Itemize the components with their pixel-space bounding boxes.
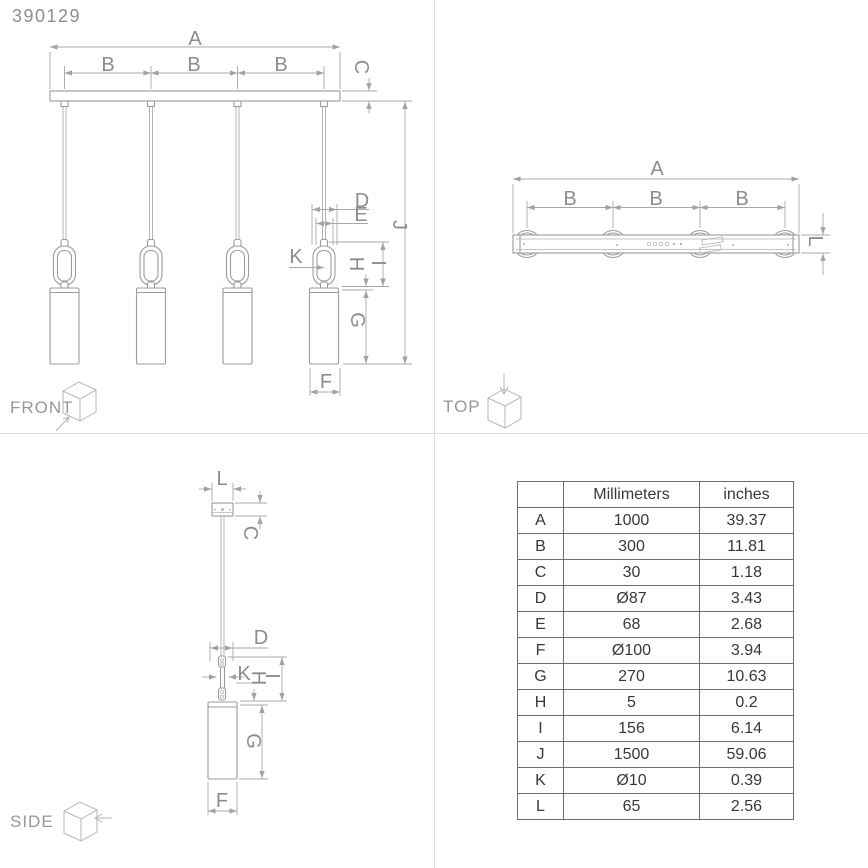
front-dim-b: B B B [64,54,325,89]
svg-text:C: C [239,526,261,540]
front-dim-e: E [315,204,368,245]
canopy-side [211,502,234,517]
svg-text:B: B [187,54,200,76]
svg-text:I: I [261,673,283,679]
svg-text:E: E [354,204,367,226]
pendant-2 [135,100,167,365]
side-dim-k: K [202,663,252,685]
top-dim-l: L [801,213,830,275]
svg-text:B: B [649,188,662,210]
front-dim-k: K [289,246,324,271]
svg-text:B: B [735,188,748,210]
product-code: 390129 [12,6,82,26]
side-view: L C D K H [199,468,287,815]
front-dim-d: D [311,190,369,245]
side-dim-f: F [207,782,238,815]
svg-text:L: L [804,235,826,246]
top-view-label: TOP [443,397,481,416]
cube-side-icon [63,801,112,842]
top-dim-a: A [512,158,800,233]
canopy-bar-top [512,234,800,254]
canopy-bar [49,90,341,102]
side-dim-d: D [209,627,268,661]
front-dim-f: F [309,368,341,396]
quadrant-divider-vertical [434,0,435,868]
svg-text:C: C [350,60,372,74]
table-header-row: Millimeters inches [517,481,794,508]
top-view: A B B B L [512,158,830,275]
shade-side [207,701,238,780]
svg-text:G: G [346,312,368,328]
front-dim-c: C [342,60,412,114]
pendant-3 [222,100,253,365]
svg-text:H: H [345,257,367,271]
svg-text:D: D [355,190,369,212]
cube-front-icon [55,381,98,432]
svg-text:B: B [274,54,287,76]
pendant-4 [308,100,340,365]
header-dim [517,481,564,508]
svg-text:K: K [289,246,303,268]
front-dim-g: G [346,290,369,364]
svg-text:L: L [216,468,227,490]
svg-text:H: H [247,671,269,685]
top-dim-b: B B B [526,188,786,228]
side-dim-h: H [240,671,287,706]
header-inches: inches [699,481,794,508]
cube-top-icon [487,373,523,429]
link-side [217,655,227,701]
front-view: A B B B C J [49,28,412,396]
svg-text:B: B [101,54,114,76]
header-millimeters: Millimeters [563,481,700,508]
svg-text:J: J [388,220,410,230]
side-dim-g: G [239,705,268,780]
svg-text:F: F [216,790,228,812]
pendant-1 [49,100,80,365]
svg-text:D: D [254,627,268,649]
svg-text:B: B [563,188,576,210]
svg-text:K: K [237,663,251,685]
svg-text:A: A [650,158,664,180]
svg-text:A: A [188,28,202,50]
side-dim-i: I [228,656,287,701]
front-dim-j: J [343,101,412,365]
front-dim-a: A [49,28,341,89]
svg-text:I: I [367,260,389,266]
front-view-label: FRONT [10,398,74,417]
side-dim-l: L [199,468,246,501]
front-dim-h: H [342,257,389,291]
svg-text:G: G [242,733,264,749]
svg-text:F: F [320,371,332,393]
side-view-label: SIDE [10,812,54,831]
front-dim-i: I [329,241,389,286]
side-dim-c: C [235,491,267,540]
